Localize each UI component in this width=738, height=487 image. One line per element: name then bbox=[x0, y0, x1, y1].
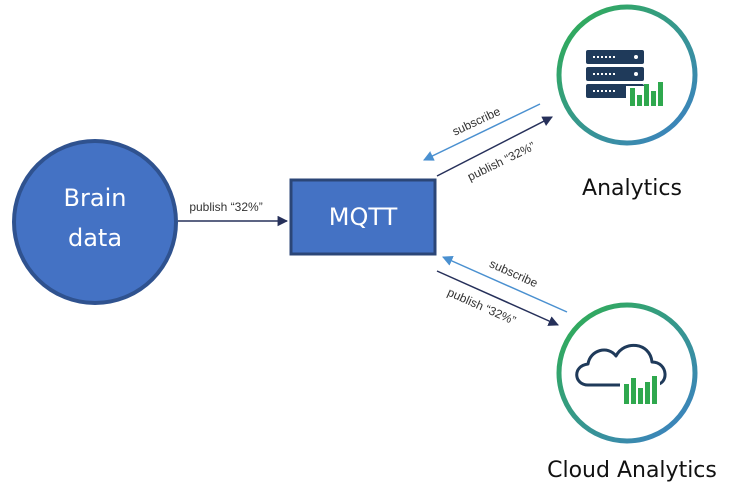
brain-data-label-line2: data bbox=[68, 224, 122, 252]
analytics-node: Analytics bbox=[556, 4, 698, 201]
cloud-bar-chart-icon bbox=[575, 343, 667, 404]
cloud-analytics-ring bbox=[556, 302, 698, 444]
analytics-label: Analytics bbox=[582, 176, 682, 201]
edge-brain-to-mqtt: publish “32%” bbox=[178, 200, 289, 227]
edge-label-analytics-subscribe: subscribe bbox=[450, 104, 503, 139]
publish-arrow-analytics bbox=[436, 116, 553, 177]
server-stack-bar-chart-icon bbox=[586, 50, 666, 108]
edge-group-analytics: subscribe publish “32%” bbox=[423, 103, 553, 184]
edge-group-cloud: subscribe publish “32%” bbox=[436, 256, 568, 328]
brain-data-node: Brain data bbox=[12, 139, 178, 305]
cloud-analytics-node: Cloud Analytics bbox=[547, 302, 717, 483]
mqtt-broker-node: MQTT bbox=[289, 178, 437, 256]
publish-arrow-cloud bbox=[436, 270, 559, 326]
edge-label-analytics-publish: publish “32%” bbox=[465, 139, 537, 184]
edge-label-cloud-subscribe: subscribe bbox=[487, 257, 540, 291]
subscribe-arrow-cloud bbox=[442, 256, 568, 313]
mqtt-label: MQTT bbox=[329, 203, 398, 231]
brain-data-label-line1: Brain bbox=[64, 184, 127, 212]
subscribe-arrow-analytics bbox=[423, 103, 541, 161]
edge-label-brain-publish: publish “32%” bbox=[189, 200, 262, 214]
cloud-analytics-label: Cloud Analytics bbox=[547, 458, 717, 483]
